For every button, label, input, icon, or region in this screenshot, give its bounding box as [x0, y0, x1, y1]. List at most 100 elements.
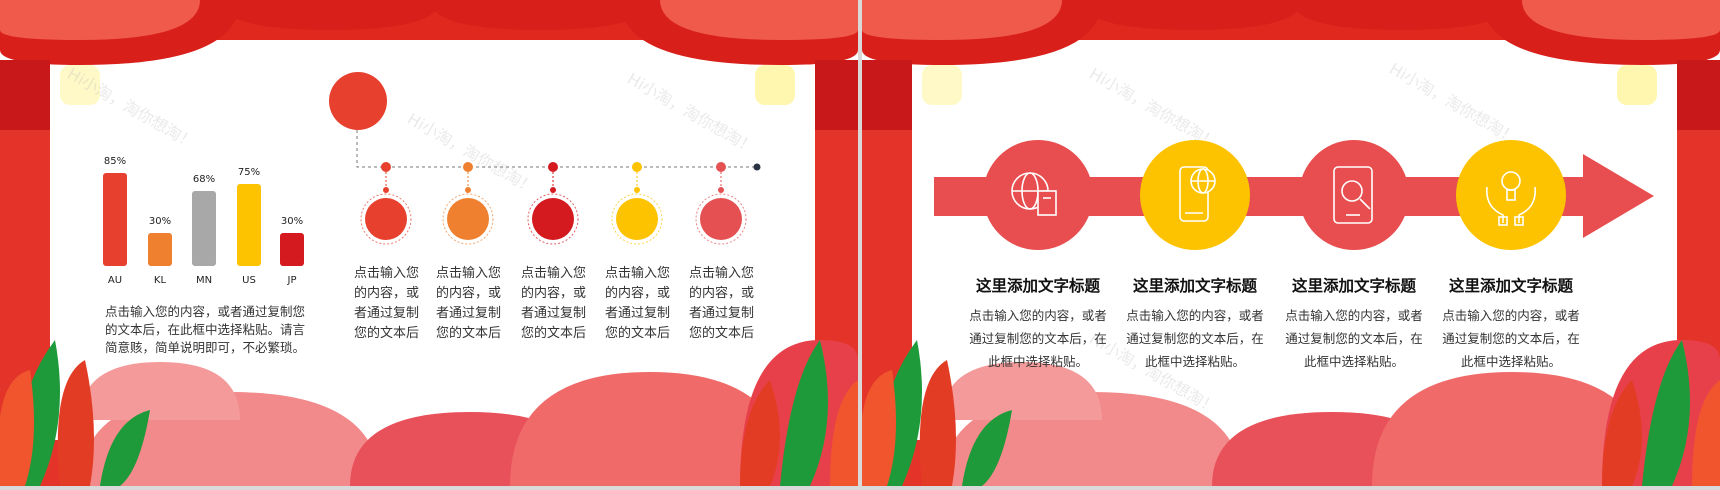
- text-line: 点击输入您的内容，或者: [1285, 308, 1423, 323]
- step-description: 点击输入您的内容，或者通过复制您的文本后，在此框中选择粘贴。: [1279, 304, 1429, 373]
- text-line: 的内容，或: [521, 286, 587, 301]
- step-circle: [1456, 140, 1566, 250]
- text-line: 者通过复制: [354, 306, 420, 321]
- globe-book-icon: [1011, 172, 1057, 216]
- timeline-graphic: [329, 72, 761, 245]
- text-line: 者通过复制: [689, 306, 755, 321]
- text-line: 者通过复制: [521, 306, 587, 321]
- bar-mn: [192, 191, 216, 266]
- text-line: 点击输入您的内容，或者: [969, 308, 1107, 323]
- category-label: JP: [287, 275, 297, 286]
- bar-value-label: 75%: [237, 166, 261, 178]
- process-arrow: [934, 140, 1654, 250]
- bar-value-label: 85%: [103, 155, 127, 167]
- text-line: 的内容，或: [605, 286, 671, 301]
- text-line: 通过复制您的文本后，在: [1285, 331, 1423, 346]
- hands-lightbulb-icon: [1486, 171, 1536, 226]
- text-line: 的内容，或: [689, 286, 755, 301]
- step-title: 这里添加文字标题: [1291, 277, 1416, 295]
- connector-dot: [550, 187, 556, 193]
- step-title: 这里添加文字标题: [975, 277, 1100, 295]
- timeline-circle: [616, 198, 658, 240]
- slide-process-arrow[interactable]: Hi小淘，淘你想淘！Hi小淘，淘你想淘！Hi小淘，淘你想淘！ 这里添加文字标题点…: [862, 0, 1720, 486]
- chart-description: 点击输入您的内容，或者通过复制您 的文本后，在此框中选择粘贴。请言 简意赅，简单…: [105, 303, 350, 357]
- text-line: 您的文本后: [689, 326, 755, 341]
- timeline-line: [356, 130, 757, 168]
- timeline-item-text: 点击输入您的内容，或者通过复制您的文本后: [354, 264, 428, 344]
- timeline-node-dot: [716, 162, 726, 172]
- step-description: 点击输入您的内容，或者通过复制您的文本后，在此框中选择粘贴。: [1120, 304, 1270, 373]
- text-line: 的内容，或: [436, 286, 502, 301]
- timeline-item-text: 点击输入您的内容，或者通过复制您的文本后: [521, 264, 595, 344]
- step-description: 点击输入您的内容，或者通过复制您的文本后，在此框中选择粘贴。: [963, 304, 1113, 373]
- dashed-ring: [611, 193, 663, 245]
- connector-dot: [634, 187, 640, 193]
- text-line: 点击输入您的内容，或者通过复制您: [105, 304, 306, 319]
- text-line: 者通过复制: [436, 306, 502, 321]
- bar-jp: [280, 233, 304, 266]
- text-line: 点击输入您: [605, 266, 671, 281]
- bar-value-label: 68%: [192, 174, 216, 186]
- text-line: 您的文本后: [354, 326, 420, 341]
- text-line: 通过复制您的文本后，在: [1126, 331, 1264, 346]
- category-label: AU: [107, 275, 123, 286]
- bar-au: [103, 172, 127, 266]
- step-description: 点击输入您的内容，或者通过复制您的文本后，在此框中选择粘贴。: [1436, 304, 1586, 373]
- timeline-start-circle: [329, 72, 387, 130]
- timeline-node-dot: [548, 162, 558, 172]
- category-label: KL: [153, 275, 167, 286]
- dashed-ring: [527, 193, 579, 245]
- text-line: 您的文本后: [521, 326, 587, 341]
- text-line: 此框中选择粘贴。: [1460, 354, 1561, 369]
- connector-dot: [383, 187, 389, 193]
- timeline-item-text: 点击输入您的内容，或者通过复制您的文本后: [605, 264, 679, 344]
- timeline-circle: [365, 198, 407, 240]
- connector-dot: [465, 187, 471, 193]
- category-label: US: [242, 275, 256, 286]
- text-line: 点击输入您: [436, 266, 502, 281]
- text-line: 您的文本后: [605, 326, 671, 341]
- step-circle: [1299, 140, 1409, 250]
- dashed-ring: [360, 193, 412, 245]
- bar-kl: [148, 233, 172, 266]
- text-line: 点击输入您: [354, 266, 420, 281]
- text-line: 通过复制您的文本后，在: [1442, 331, 1580, 346]
- text-line: 此框中选择粘贴。: [987, 354, 1088, 369]
- festive-frame-decoration: [0, 0, 858, 486]
- timeline-circle: [447, 198, 489, 240]
- step-title: 这里添加文字标题: [1448, 277, 1573, 295]
- timeline-node-dot: [381, 162, 391, 172]
- text-line: 的内容，或: [354, 286, 420, 301]
- category-label: MN: [195, 275, 213, 286]
- phone-globe-icon: [1179, 166, 1216, 222]
- text-line: 此框中选择粘贴。: [1303, 354, 1404, 369]
- bar-value-label: 30%: [280, 216, 304, 227]
- text-line: 简意赅，简单说明即可，不必繁琐。: [105, 340, 306, 355]
- bar-us: [237, 183, 261, 266]
- text-line: 您的文本后: [436, 326, 502, 341]
- timeline-item-text: 点击输入您的内容，或者通过复制您的文本后: [436, 264, 510, 344]
- tablet-search-icon: [1333, 166, 1373, 224]
- text-line: 点击输入您的内容，或者: [1442, 308, 1580, 323]
- festive-frame-decoration: [862, 0, 1720, 486]
- text-line: 点击输入您: [521, 266, 587, 281]
- timeline-circle: [700, 198, 742, 240]
- dashed-ring: [442, 193, 494, 245]
- step-circle: [1140, 140, 1250, 250]
- text-line: 点击输入您的内容，或者: [1126, 308, 1264, 323]
- dashed-ring: [695, 193, 747, 245]
- timeline-end-dot: [753, 163, 761, 171]
- text-line: 点击输入您: [689, 266, 755, 281]
- timeline-node-dot: [632, 162, 642, 172]
- timeline-item-text: 点击输入您的内容，或者通过复制您的文本后: [689, 264, 763, 344]
- text-line: 者通过复制: [605, 306, 671, 321]
- timeline-node-dot: [463, 162, 473, 172]
- bar-value-label: 30%: [148, 216, 172, 227]
- text-line: 的文本后，在此框中选择粘贴。请言: [105, 322, 306, 337]
- text-line: 通过复制您的文本后，在: [969, 331, 1107, 346]
- step-title: 这里添加文字标题: [1132, 277, 1257, 295]
- arrow-head: [1583, 154, 1654, 238]
- text-line: 此框中选择粘贴。: [1144, 354, 1245, 369]
- timeline-circle: [532, 198, 574, 240]
